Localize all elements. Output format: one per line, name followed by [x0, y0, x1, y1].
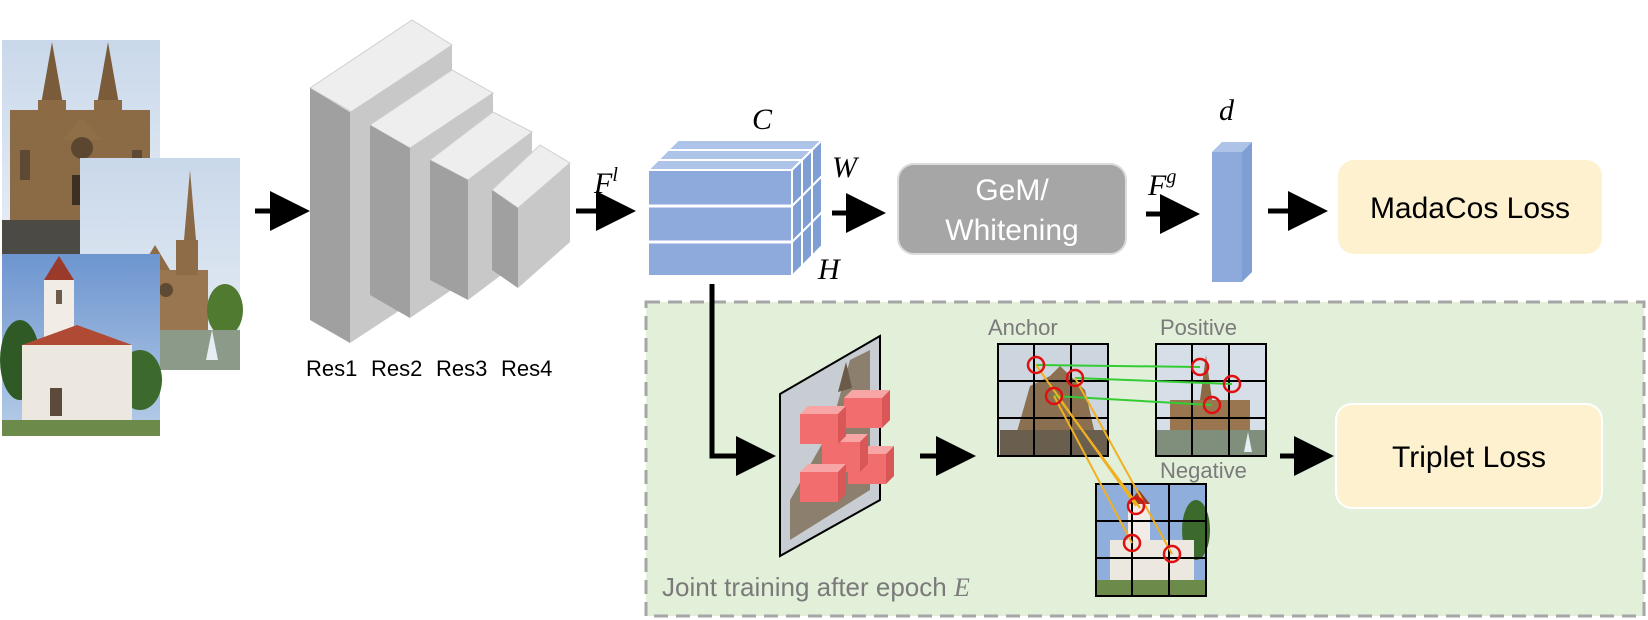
attention-cubes [800, 390, 894, 502]
arrow-feature-to-attention [709, 284, 776, 476]
pooling-line2: Whitening [945, 214, 1078, 247]
res4-block [491, 144, 571, 288]
madacos-loss-box: MadaCos Loss [1338, 160, 1602, 254]
pooling-line1: GeM/ [975, 174, 1049, 207]
madacos-loss-label: MadaCos Loss [1370, 192, 1570, 225]
res2-label: Res2 [371, 356, 422, 381]
svg-text:Fg: Fg [1147, 166, 1176, 202]
attention-map [779, 334, 894, 558]
svg-text:Fl: Fl [593, 164, 618, 200]
epoch-symbol: E [953, 573, 970, 602]
positive-grid: Positive [1155, 315, 1267, 457]
positive-matches [1035, 364, 1233, 406]
negative-grid: Negative [1095, 458, 1247, 597]
input-photo-white-church [0, 254, 162, 436]
res3-label: Res3 [436, 356, 487, 381]
anchor-grid: Anchor [988, 315, 1109, 457]
pooling-box: GeM/ Whitening [897, 163, 1127, 255]
joint-training-label: Joint training after epoch E [662, 572, 970, 602]
triplet-loss-box: Triplet Loss [1335, 403, 1603, 509]
keypoints [1026, 355, 1242, 564]
input-images [0, 40, 243, 436]
backbone-blocks: Res1 Res2 Res3 Res4 [306, 19, 571, 381]
local-feature-label: Fl [593, 164, 618, 200]
triplet-loss-label: Triplet Loss [1392, 441, 1546, 474]
anchor-label: Anchor [988, 315, 1058, 340]
local-feature-symbol: F [593, 167, 613, 200]
res4-label: Res4 [501, 356, 552, 381]
negative-matches [1035, 364, 1173, 555]
dim-c-label: C [752, 103, 773, 136]
global-feature-label: Fg [1147, 166, 1176, 202]
dim-w-label: W [832, 151, 860, 184]
global-descriptor: d [1212, 94, 1252, 282]
local-feature-tensor: C W H [645, 103, 860, 286]
dim-h-label: H [817, 253, 842, 286]
dim-d-label: d [1219, 94, 1235, 127]
local-feature-superscript: l [612, 164, 618, 186]
global-feature-symbol: F [1147, 169, 1167, 202]
positive-label: Positive [1160, 315, 1237, 340]
res1-label: Res1 [306, 356, 357, 381]
negative-label: Negative [1160, 458, 1247, 483]
global-feature-superscript: g [1166, 166, 1176, 188]
